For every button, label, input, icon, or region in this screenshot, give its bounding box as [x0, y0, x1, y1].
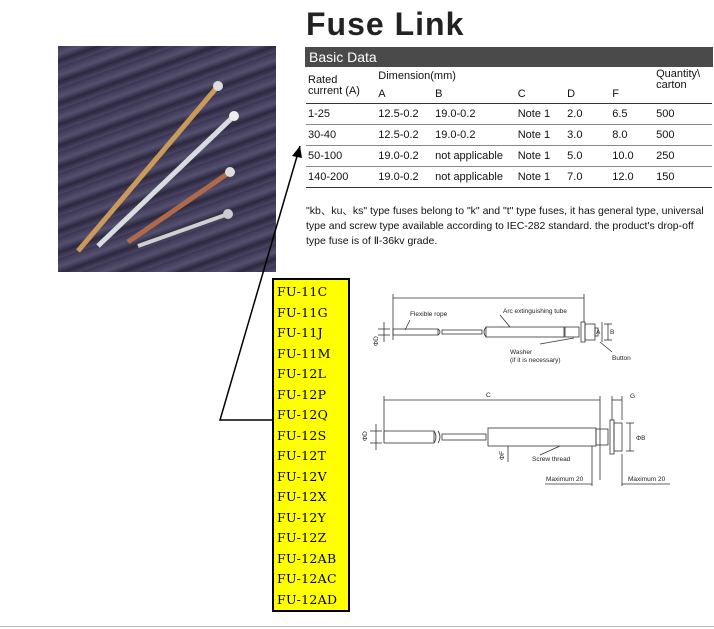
washer-label: Washer [510, 349, 533, 356]
cell: 12.5-0.2 [376, 103, 434, 125]
max-label-1: Maximum 20 [546, 476, 584, 483]
list-item: FU-12AC [277, 571, 337, 586]
cell: 30-40 [306, 124, 377, 146]
cell: Note 1 [515, 103, 566, 125]
cell: 19.0-0.2 [433, 103, 516, 125]
cell: 19.0-0.2 [376, 166, 434, 188]
list-item: FU-12P [277, 386, 327, 402]
col-f-header: F [610, 85, 655, 104]
washer-note-label: (if it is necessary) [510, 357, 561, 364]
list-item: FU-11C [277, 284, 328, 299]
list-item: FU-12T [277, 448, 327, 463]
dim-a-label: A [596, 329, 601, 336]
cell: 50-100 [306, 145, 377, 167]
description-text: "kb、ku、ks" type fuses belong to "k" and … [306, 205, 704, 247]
cell: 1-25 [306, 103, 377, 125]
dim-g-label: G [630, 393, 635, 400]
cell: 500 [654, 124, 712, 146]
phi-d-label: ΦD [362, 431, 369, 441]
cell: 12.5-0.2 [376, 124, 434, 146]
cell: 6.5 [610, 103, 655, 125]
cell: Note 1 [515, 166, 566, 188]
col-a-header: A [376, 85, 434, 104]
phi-d-label-top: ΦD [373, 336, 380, 346]
list-item: FU-12Z [277, 530, 327, 545]
cell: 19.0-0.2 [376, 145, 434, 167]
basic-data-table: Rated current (A) Dimension(mm) Quantity… [306, 67, 712, 188]
cell: 19.0-0.2 [433, 124, 516, 146]
dim-c-label: C [486, 392, 491, 399]
dimension-header: Dimension(mm) [378, 70, 456, 82]
cell: Note 1 [515, 124, 566, 146]
cell: 250 [654, 145, 712, 167]
col-b-header: B [433, 85, 516, 104]
list-item: FU-12L [277, 366, 327, 381]
cell: 8.0 [610, 124, 655, 146]
col-c-header: C [515, 85, 566, 104]
list-item: FU-11M [277, 345, 331, 361]
cell: 2.0 [565, 103, 611, 125]
cell: 7.0 [565, 166, 611, 188]
list-item: FU-12Y [277, 509, 327, 525]
button-label: Button [612, 355, 631, 362]
footer-divider [0, 626, 714, 627]
screw-thread-label: Screw thread [532, 456, 571, 463]
cell: not applicable [433, 145, 516, 167]
cell: 10.0 [610, 145, 655, 167]
dim-b-label: B [610, 329, 614, 336]
flexible-rope-label: Flexible rope [410, 311, 448, 318]
cell: 12.0 [610, 166, 655, 188]
list-item: FU-12V [277, 468, 327, 484]
list-item: FU-12AD [277, 591, 338, 607]
list-item: FU-12S [277, 427, 327, 443]
basic-data-header: Basic Data [305, 47, 713, 67]
list-item: FU-12X [277, 489, 327, 504]
phi-b-label: ΦB [636, 435, 646, 442]
model-list: FU-11C FU-11G FU-11J FU-11M FU-12L FU-12… [272, 278, 350, 612]
quantity-header: Quantity\ carton [654, 67, 712, 104]
cell: 5.0 [565, 145, 611, 167]
list-item: FU-12AB [277, 550, 337, 566]
arc-tube-label: Arc extinguishing tube [503, 308, 567, 315]
product-photo [58, 46, 276, 272]
cell: 150 [654, 166, 712, 188]
cell: not applicable [433, 166, 516, 188]
phi-f-label: ΦF [499, 451, 506, 460]
cell: 500 [654, 103, 712, 125]
cell: Note 1 [515, 145, 566, 167]
cell: 3.0 [565, 124, 611, 146]
cell: 140-200 [306, 166, 377, 188]
list-item: FU-11J [277, 325, 323, 340]
list-item: FU-12Q [277, 407, 329, 422]
list-item: FU-11G [277, 304, 328, 320]
rated-current-header: Rated current (A) [306, 67, 377, 104]
max-label-2: Maximum 20 [628, 476, 666, 483]
page-title: Fuse Link [306, 6, 465, 42]
col-d-header: D [565, 85, 611, 104]
